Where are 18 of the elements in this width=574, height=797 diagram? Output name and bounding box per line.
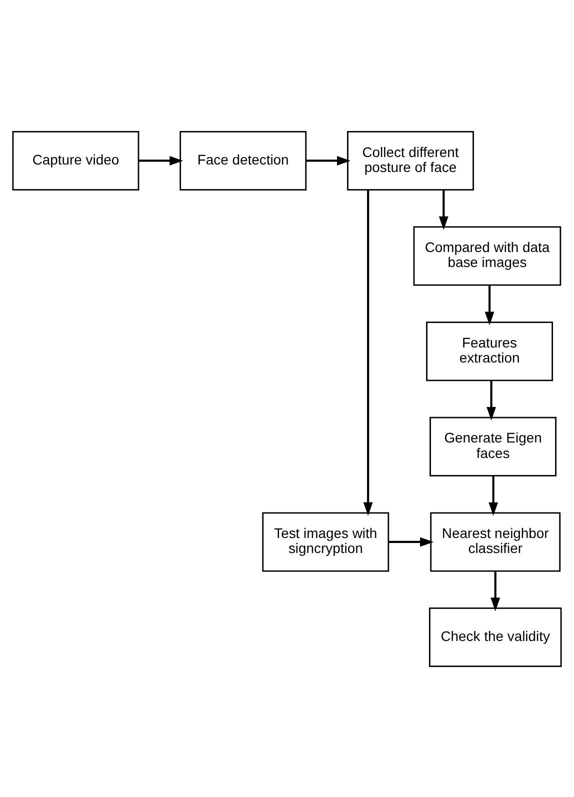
node-box: Generate Eigen faces (430, 416, 556, 476)
node-box: Nearest neighbor classifier (430, 512, 561, 572)
arrow (490, 570, 500, 611)
arrow (388, 536, 434, 546)
node-box: Face detection (180, 130, 307, 190)
arrow (438, 189, 448, 230)
arrow (488, 475, 498, 516)
arrow (306, 155, 351, 165)
arrow (484, 284, 494, 325)
arrow (138, 155, 184, 165)
node-box: Collect different posture of face (347, 130, 474, 190)
node-box: Compared with data base images (413, 226, 562, 286)
node-box: Capture video (12, 130, 140, 190)
node-box: Test images with signcryption (262, 512, 390, 572)
node-box: Features extraction (426, 321, 554, 381)
arrow (363, 190, 373, 516)
arrow (486, 380, 496, 420)
node-box: Check the validity (428, 607, 562, 667)
